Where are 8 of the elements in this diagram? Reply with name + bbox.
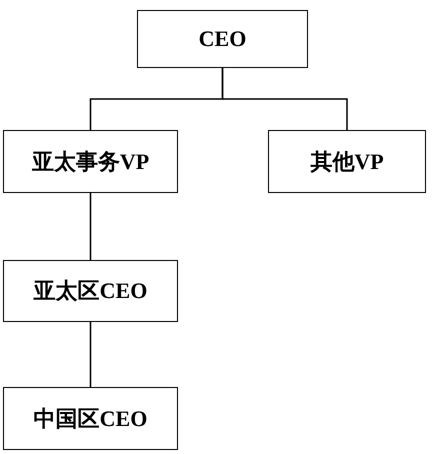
connector-line: [90, 193, 92, 260]
org-box: 其他VP: [268, 130, 426, 193]
connector-line: [90, 322, 92, 387]
org-box: 中国区CEO: [3, 387, 178, 450]
connector-line: [222, 68, 348, 130]
org-box: CEO: [137, 10, 308, 68]
org-box: 亚太区CEO: [3, 260, 178, 322]
org-box: 亚太事务VP: [3, 130, 178, 193]
